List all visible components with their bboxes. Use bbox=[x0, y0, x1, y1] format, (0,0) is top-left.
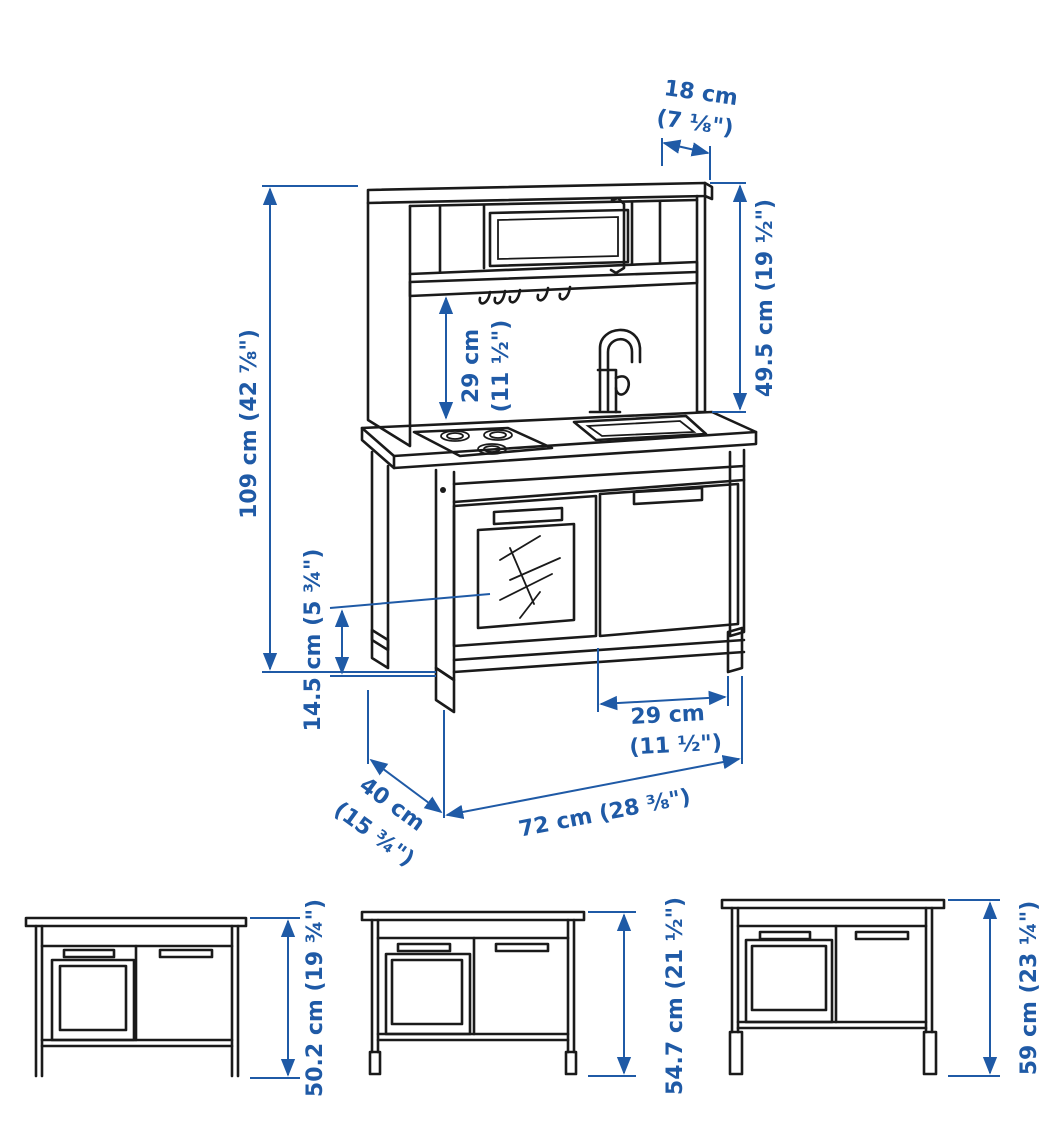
front-view-medium: 54.7 cm (21 ½") bbox=[360, 897, 688, 1095]
depth-top-cm: 18 cm bbox=[662, 76, 739, 111]
front-view-high: 59 cm (23 ¼") bbox=[720, 898, 1042, 1077]
height-top-label: 49.5 cm (19 ½") bbox=[753, 199, 778, 397]
door-width-in: (11 ½") bbox=[629, 731, 723, 761]
counter-height-medium: 54.7 cm (21 ½") bbox=[663, 897, 688, 1095]
front-view-low: 50.2 cm (19 ¾") bbox=[24, 899, 328, 1097]
dimension-lines bbox=[262, 138, 748, 820]
foot-height-label: 14.5 cm (5 ¾") bbox=[301, 549, 326, 732]
counter-height-low: 50.2 cm (19 ¾") bbox=[303, 899, 328, 1097]
door-width-cm: 29 cm bbox=[630, 701, 705, 730]
counter-height-high: 59 cm (23 ¼") bbox=[1017, 901, 1042, 1076]
width-label: 72 cm (28 ⅜") bbox=[517, 785, 693, 843]
shelf-gap-in: (11 ½") bbox=[489, 320, 514, 413]
total-height-label: 109 cm (42 ⅞") bbox=[237, 329, 262, 519]
depth-top-in: (7 ⅛") bbox=[655, 106, 735, 142]
play-kitchen-illustration bbox=[360, 181, 758, 714]
shelf-gap-cm: 29 cm bbox=[459, 329, 484, 403]
